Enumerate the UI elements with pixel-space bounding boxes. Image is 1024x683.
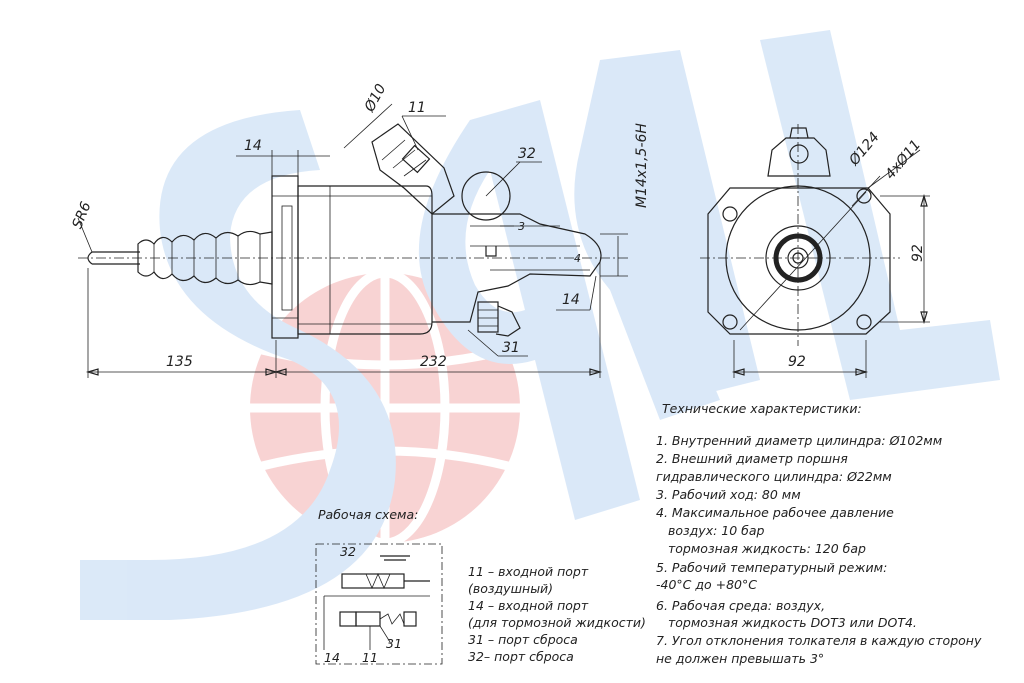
dimension-lines xyxy=(77,103,628,378)
scheme-label-11: 11 xyxy=(362,650,378,665)
legend-line: 31 – порт сброса xyxy=(468,632,578,647)
legend-line: 11 – входной порт xyxy=(468,564,589,579)
spec-line: 6. Рабочая среда: воздух, xyxy=(656,598,825,613)
spec-line: -40°С до +80°С xyxy=(656,577,757,592)
scheme-label-14: 14 xyxy=(324,650,340,665)
spec-line: не должен превышать 3° xyxy=(656,651,824,666)
spec-line: 4. Максимальное рабочее давление xyxy=(656,505,894,520)
dim-side-92-vertical: 92 xyxy=(910,244,926,262)
hydraulic-head xyxy=(432,213,602,323)
port-label-4: 4 xyxy=(574,252,581,265)
port-label-11: 11 xyxy=(408,100,426,116)
specs-title: Технические характеристики: xyxy=(662,401,862,416)
spec-line: 2. Внешний диаметр поршня xyxy=(656,451,848,466)
working-scheme: Рабочая схема: 32 14 11 31 11 – входной … xyxy=(315,507,646,665)
technical-specs: Технические характеристики: 1. Внутренни… xyxy=(656,401,982,666)
port-31-fitting xyxy=(477,301,521,337)
push-rod xyxy=(87,251,140,265)
legend-line: 14 – входной порт xyxy=(468,598,589,613)
port-label-14: 14 xyxy=(562,292,580,308)
dim-thread: M14x1,5-6H xyxy=(634,123,650,208)
spec-line: тормозная жидкость: 120 бар xyxy=(668,541,866,556)
watermark-letter-p xyxy=(418,100,640,520)
port-32-circle xyxy=(461,171,511,221)
scheme-label-32: 32 xyxy=(340,544,356,559)
spec-line: гидравлического цилиндра: Ø22мм xyxy=(656,469,892,484)
dim-holes: 4xØ11 xyxy=(882,137,924,183)
spec-line: 3. Рабочий ход: 80 мм xyxy=(656,487,801,502)
port-label-32: 32 xyxy=(518,146,536,162)
watermark-letter-l xyxy=(760,30,1000,400)
spec-line: 1. Внутренний диаметр цилиндра: Ø102мм xyxy=(656,433,942,448)
scheme-title: Рабочая схема: xyxy=(318,507,418,522)
spec-line: воздух: 10 бар xyxy=(668,523,765,538)
air-inlet-port xyxy=(371,123,455,215)
watermark-letter-s xyxy=(80,110,396,620)
watermark-letter-r xyxy=(574,50,760,420)
dim-side-92-horizontal: 92 xyxy=(788,354,806,370)
dim-14: 14 xyxy=(244,138,262,154)
scheme-label-31: 31 xyxy=(386,636,402,651)
spec-line: 5. Рабочий температурный режим: xyxy=(656,560,887,575)
dim-232: 232 xyxy=(420,354,447,370)
legend-line: (для тормозной жидкости) xyxy=(468,615,646,630)
watermark xyxy=(80,30,1000,620)
spec-line: тормозная жидкость DOT3 или DOT4. xyxy=(668,615,917,630)
dim-135: 135 xyxy=(166,354,193,370)
legend-line: 32– порт сброса xyxy=(468,649,574,664)
watermark-globe xyxy=(250,268,520,548)
scheme-legend: 11 – входной порт (воздушный) 14 – входн… xyxy=(468,564,646,664)
port-label-31: 31 xyxy=(502,340,520,356)
port-label-3: 3 xyxy=(518,220,525,233)
legend-line: (воздушный) xyxy=(468,581,553,596)
side-view: SR6 135 232 14 Ø10 M14x1,5-6H 11 32 3 4 … xyxy=(69,81,650,378)
dim-sr6: SR6 xyxy=(69,200,94,232)
spec-line: 7. Угол отклонения толкателя в каждую ст… xyxy=(656,633,982,648)
